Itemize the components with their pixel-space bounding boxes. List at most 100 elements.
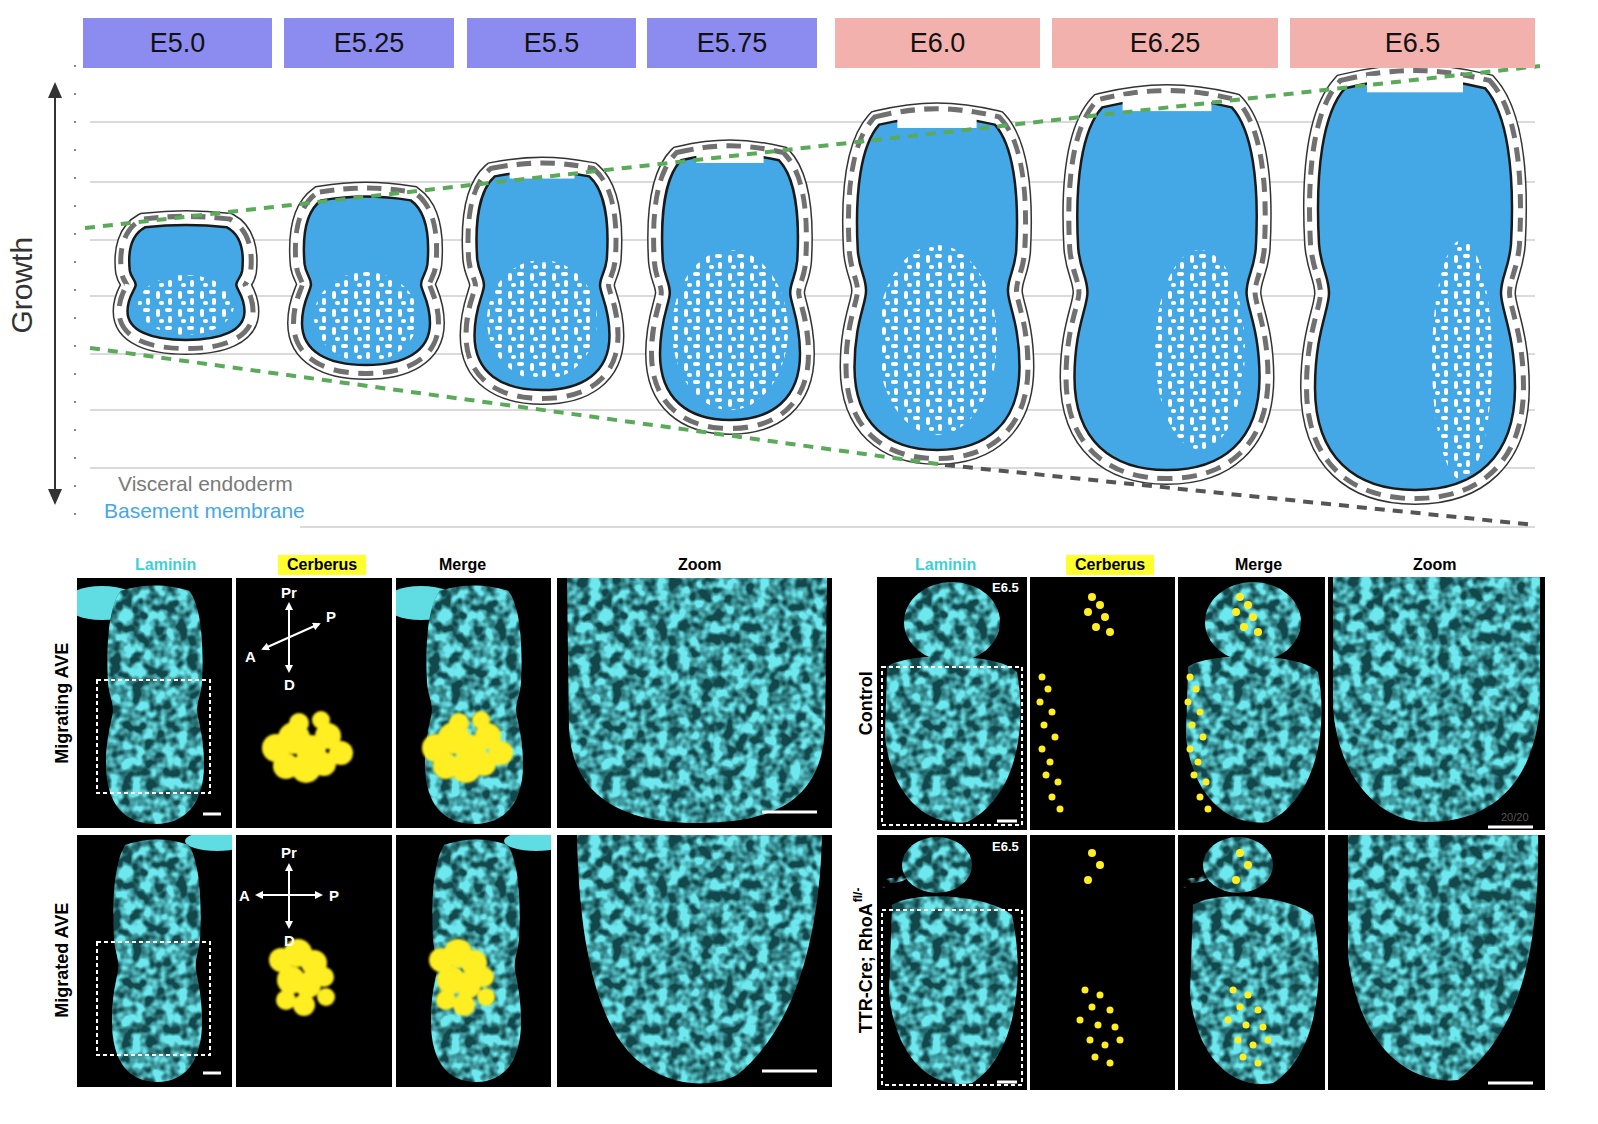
illustration-use bbox=[128, 225, 245, 340]
illustration-g bbox=[302, 197, 430, 365]
illustration-rect bbox=[882, 910, 1022, 1085]
illustration-use bbox=[1315, 79, 1515, 490]
count-note: 20/20 bbox=[1501, 811, 1529, 824]
illustration-svg bbox=[77, 831, 249, 1087]
illustration-rect bbox=[897, 115, 976, 128]
illustration-line bbox=[85, 66, 1540, 228]
stage-label: E6.0 bbox=[910, 28, 966, 59]
illustration-line bbox=[54, 92, 56, 495]
illustration-g bbox=[1333, 577, 1540, 822]
illustration-g bbox=[567, 578, 827, 823]
illustration-line bbox=[762, 811, 817, 814]
stage-label: E5.25 bbox=[334, 28, 405, 59]
illustration-svg bbox=[236, 578, 392, 828]
illustration-line bbox=[90, 467, 1535, 469]
illustration-use bbox=[383, 585, 523, 824]
axis-label: P bbox=[329, 887, 339, 904]
illustration-svg bbox=[1178, 577, 1325, 830]
illustration-rect bbox=[557, 578, 832, 828]
stage-band: E5.5 bbox=[467, 18, 636, 68]
illustration-use bbox=[1077, 849, 1124, 1067]
illustration-use bbox=[882, 837, 1018, 1084]
illustration-use bbox=[422, 711, 513, 783]
axis-label: A bbox=[239, 887, 250, 904]
illustration-use bbox=[429, 939, 495, 1016]
illustration-use bbox=[64, 585, 204, 824]
illustration-use bbox=[128, 225, 245, 340]
illustration-svg bbox=[557, 578, 832, 828]
illustration-use bbox=[128, 225, 245, 340]
axis-title: Growth bbox=[5, 237, 40, 334]
illustration-use bbox=[1075, 99, 1260, 470]
illustration-use bbox=[302, 197, 430, 365]
illustration-g bbox=[577, 835, 822, 1083]
illustration-g bbox=[1348, 835, 1538, 1080]
illustration-use bbox=[660, 154, 800, 420]
illustration-svg bbox=[877, 835, 1027, 1090]
stage-band: E5.75 bbox=[647, 18, 817, 68]
stage-band: E5.0 bbox=[83, 18, 272, 68]
row-label: Migrated AVE bbox=[52, 903, 73, 1018]
illustration-rect bbox=[882, 667, 1022, 825]
illustration-svg bbox=[1030, 577, 1175, 830]
illustration-use bbox=[128, 225, 245, 340]
stage-label: E5.75 bbox=[697, 28, 768, 59]
illustration-line bbox=[997, 820, 1017, 823]
illustration-line bbox=[203, 813, 221, 816]
illustration-svg bbox=[1030, 835, 1175, 1090]
stage-label: E5.0 bbox=[150, 28, 206, 59]
illustration-path bbox=[567, 578, 827, 823]
illustration-g bbox=[855, 115, 1020, 450]
illustration-svg bbox=[1328, 577, 1545, 830]
illustration-use bbox=[1075, 99, 1260, 470]
illustration-ellipse bbox=[1432, 240, 1492, 480]
illustration-ellipse bbox=[487, 260, 597, 380]
illustration-line bbox=[90, 348, 945, 465]
illustration-use bbox=[1183, 837, 1319, 1084]
illustration-use bbox=[112, 831, 249, 1082]
axis-label: A bbox=[245, 648, 256, 665]
column-header: Laminin bbox=[915, 556, 976, 574]
stage-label: E5.5 bbox=[524, 28, 580, 59]
illustration-line bbox=[257, 894, 321, 896]
illustration-rect bbox=[97, 942, 210, 1055]
illustration-use bbox=[855, 117, 1020, 450]
illustration-use bbox=[1185, 593, 1263, 813]
illustration-use bbox=[262, 711, 353, 783]
illustration-ellipse bbox=[314, 272, 418, 362]
illustration-path bbox=[1333, 577, 1540, 822]
illustration-polygon bbox=[48, 489, 62, 505]
illustration-rect bbox=[1030, 835, 1175, 1090]
illustration-g bbox=[128, 225, 245, 340]
stage-band: E5.25 bbox=[284, 18, 454, 68]
illustration-g bbox=[475, 170, 610, 390]
illustration-svg bbox=[557, 835, 832, 1087]
illustration-ellipse bbox=[877, 245, 997, 435]
illustration-use bbox=[855, 117, 1020, 450]
illustration-rect bbox=[236, 578, 392, 828]
stage-band: E6.0 bbox=[835, 18, 1040, 68]
illustration-use bbox=[1075, 99, 1260, 470]
legend-text: Visceral endoderm bbox=[118, 472, 293, 496]
illustration-use bbox=[1037, 593, 1115, 813]
illustration-use bbox=[855, 117, 1020, 450]
illustration-rect bbox=[236, 835, 392, 1087]
illustration-line bbox=[762, 1070, 817, 1073]
illustration-rect bbox=[97, 680, 210, 793]
illustration-rect bbox=[877, 577, 1027, 830]
illustration-use bbox=[855, 117, 1020, 450]
channel-name: Cerberus bbox=[1075, 556, 1145, 574]
illustration-svg bbox=[877, 577, 1027, 830]
stage-tag: E6.5 bbox=[992, 840, 1019, 855]
illustration-rect bbox=[1178, 577, 1325, 830]
illustration-rect bbox=[1030, 577, 1175, 830]
illustration-g bbox=[1315, 76, 1515, 490]
axis-label: D bbox=[284, 676, 295, 693]
column-header: Zoom bbox=[1413, 556, 1457, 574]
illustration-use bbox=[128, 225, 245, 340]
illustration-svg bbox=[396, 831, 568, 1087]
illustration-use bbox=[302, 197, 430, 365]
channel-name: Cerberus bbox=[287, 556, 357, 574]
legend-text: Basement membrane bbox=[104, 499, 305, 523]
illustration-use bbox=[1075, 99, 1260, 470]
